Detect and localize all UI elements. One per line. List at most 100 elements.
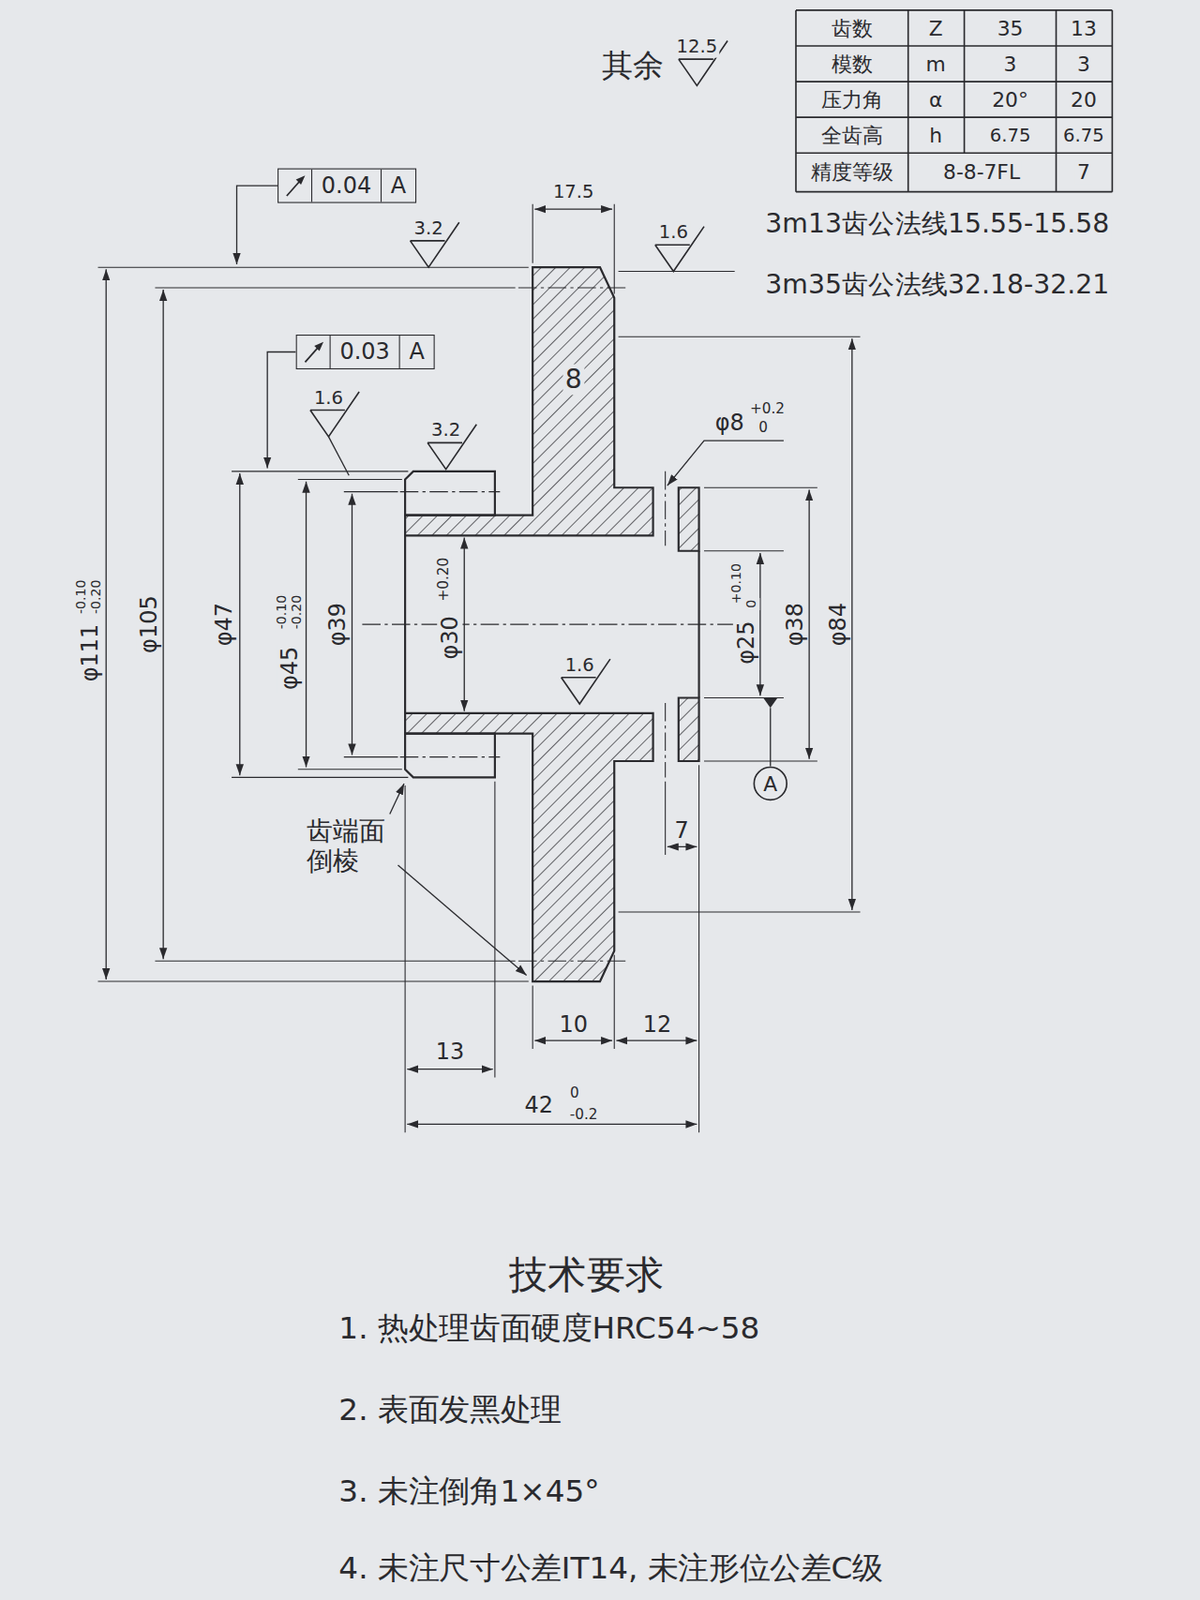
roughness-value: 1.6 <box>312 387 346 409</box>
tolerance-text: +0.2 <box>748 400 787 418</box>
roughness-symbol <box>310 41 728 705</box>
dimension-text: φ25 <box>733 618 760 667</box>
dimension-text: φ30 <box>436 614 464 662</box>
tolerance-text: +0.20 <box>435 555 452 604</box>
datum-reference: A <box>380 169 416 203</box>
leader-line <box>237 185 279 265</box>
table-cell: 20° <box>990 88 1031 112</box>
callout-note: 齿端面倒棱 <box>303 816 390 878</box>
datum-circle-outline <box>753 767 787 801</box>
dimension-text: 13 <box>434 1038 467 1065</box>
tolerance-text: 0 <box>744 598 760 611</box>
tolerance-text: +0.10 <box>729 561 745 607</box>
dimension-line <box>406 1124 697 1125</box>
dimension-line <box>406 1068 493 1070</box>
tolerance-text: 0 <box>568 1084 582 1102</box>
dimension-line <box>534 1040 613 1042</box>
table-cell: 6.75 <box>1061 125 1107 148</box>
dimension-line <box>464 538 465 712</box>
leader-line <box>667 440 784 486</box>
runout-symbol <box>297 335 330 369</box>
dimension-text: 12 <box>641 1011 675 1038</box>
handwritten-note: 3m35齿公法线32.18-32.21 <box>763 270 1111 301</box>
dimension-text: 8 <box>563 364 585 396</box>
dimension-text: φ111 <box>76 622 104 685</box>
table-cell: 压力角 <box>819 88 885 112</box>
datum-letter: A <box>763 771 778 796</box>
table-cell: 13 <box>1068 16 1099 41</box>
dimension-text: φ39 <box>325 600 352 649</box>
runout-arrowhead <box>314 342 324 352</box>
table-cell: h <box>927 123 945 148</box>
tolerance-frame: 0.03A <box>296 334 435 370</box>
tolerance-text: -0.10 <box>74 577 90 616</box>
handwritten-note: 3m13齿公法线15.55-15.58 <box>763 209 1111 240</box>
leader-line <box>267 352 296 469</box>
table-cell: 全齿高 <box>819 123 885 148</box>
roughness-value: 1.6 <box>562 654 597 676</box>
table-cell: m <box>923 52 948 76</box>
dimension-line <box>162 289 164 960</box>
dimension-text: φ45 <box>276 645 303 693</box>
dimension-line <box>105 269 107 980</box>
table-cell: 20 <box>1068 88 1099 112</box>
dimension-line <box>851 338 853 911</box>
roughness-note: 其余 <box>600 48 666 85</box>
datum-triangle <box>763 697 778 708</box>
runout-symbol <box>298 336 330 368</box>
dimension-text: φ105 <box>135 593 163 656</box>
runout-symbol <box>279 170 311 202</box>
center-line <box>361 287 740 961</box>
dimension-line <box>808 489 810 759</box>
datum-reference: A <box>399 335 435 369</box>
table-cell: 3 <box>1001 52 1019 76</box>
dimension-text: φ47 <box>211 600 239 649</box>
leader-line <box>390 783 405 815</box>
table-cell: 3 <box>1075 52 1093 76</box>
runout-symbol <box>278 169 312 203</box>
dimension-text: φ84 <box>825 600 852 649</box>
table-cell: 6.75 <box>988 125 1034 148</box>
table-cell: 35 <box>995 16 1026 41</box>
requirement-item: 4. 未注尺寸公差IT14, 未注形位公差C级 <box>336 1550 885 1587</box>
dimension-text: φ8 <box>713 409 747 436</box>
leader-line <box>328 436 349 476</box>
tolerance-frame: 0.04A <box>277 168 417 204</box>
dimension-text: φ38 <box>781 600 809 649</box>
tolerance-text: -0.20 <box>289 593 305 632</box>
dimension-line <box>351 494 353 756</box>
table-cell: 7 <box>1075 160 1093 184</box>
table-cell: 8-8-7FL <box>941 160 1022 184</box>
roughness-value: 1.6 <box>657 222 691 244</box>
section-heading: 技术要求 <box>507 1253 667 1299</box>
requirement-item: 2. 表面发黑处理 <box>336 1393 564 1429</box>
dimension-line <box>759 553 761 696</box>
dimension-line <box>239 473 240 776</box>
dimension-line <box>667 846 698 848</box>
datum-leader <box>769 707 771 766</box>
leader-line <box>397 865 526 976</box>
parameter-table-grid <box>795 10 1112 193</box>
tolerance-text: -0.2 <box>568 1106 600 1124</box>
datum-circle: A <box>752 765 788 801</box>
runout-arrowhead <box>296 175 306 185</box>
dimension-text: 42 <box>522 1092 555 1119</box>
tolerance-value: 0.03 <box>330 335 400 369</box>
tolerance-text: -0.10 <box>274 593 290 632</box>
extension-line <box>97 204 860 1133</box>
dimension-line <box>615 1040 697 1042</box>
dimension-text: 17.5 <box>551 180 597 203</box>
tolerance-text: -0.20 <box>89 577 105 616</box>
table-cell: Z <box>926 16 945 41</box>
tolerance-value: 0.04 <box>311 169 381 203</box>
dimension-lines <box>105 209 853 1125</box>
table-cell: α <box>927 88 945 112</box>
table-cell: 精度等级 <box>809 160 895 184</box>
dimension-text: 10 <box>556 1011 590 1038</box>
table-cell: 模数 <box>829 52 875 76</box>
roughness-value: 3.2 <box>429 420 464 442</box>
roughness-value: 3.2 <box>411 218 446 240</box>
requirement-item: 1. 热处理齿面硬度HRC54~58 <box>336 1311 762 1348</box>
